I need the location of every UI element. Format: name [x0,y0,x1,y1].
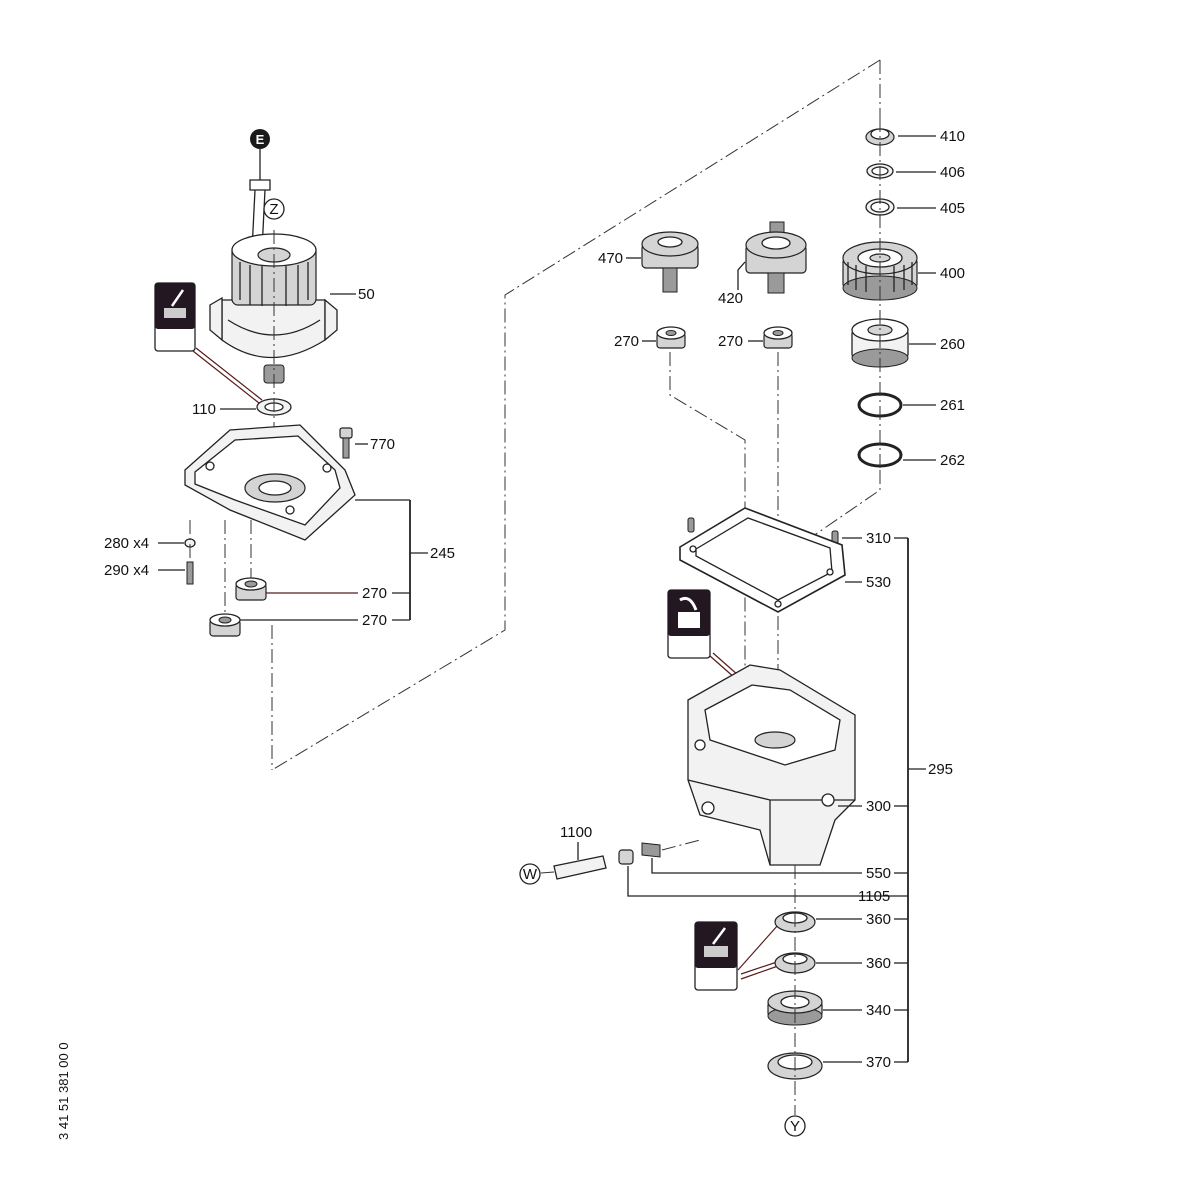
leader-line [651,858,862,874]
bearing-270-part [656,326,686,349]
label-550: 550 [866,865,891,882]
nipple-550-part [641,842,661,858]
gear-housing-300-part [687,664,856,866]
label-420: 420 [718,290,743,307]
gasket-530-part [679,507,846,613]
label-270a: 270 [614,333,639,350]
label-300: 300 [866,798,891,815]
label-340: 340 [866,1002,891,1019]
doc-number: 3 41 51 381 00 0 [56,1042,71,1140]
marker-z [263,198,285,220]
label-1100: 1100 [560,824,592,841]
bearing-270-part [209,613,241,637]
leader-line [737,261,746,290]
leader-line [737,924,779,971]
gear-420-part [745,221,807,294]
label-245: 245 [430,545,455,562]
bearing-flange-part [184,424,356,541]
marker-w [519,863,541,885]
label-406: 406 [940,164,965,181]
label-530: 530 [866,574,891,591]
gear-400-part [842,241,918,301]
grease-icon [154,282,196,352]
label-405: 405 [940,200,965,217]
pin-1100-part [553,855,607,880]
label-262: 262 [940,452,965,469]
label-270b: 270 [718,333,743,350]
marker-e-label: E [256,132,265,147]
grease-icon [694,921,738,991]
label-400: 400 [940,265,965,282]
label-410: 410 [940,128,965,145]
screw-290-part [186,561,194,585]
label-290: 290 x4 [104,562,149,579]
bearing-270-part [235,577,267,601]
label-310: 310 [866,530,891,547]
bearing-270-part [763,326,793,349]
bearing-340-part [767,990,823,1026]
marker-z-label: Z [269,201,278,218]
marker-w-label: W [523,866,538,883]
label-1105: 1105 [858,888,890,905]
label-270c: 270 [362,585,387,602]
label-280: 280 x4 [104,535,149,552]
axis-line [540,871,555,874]
plug-1105-part [618,849,634,865]
label-270d: 270 [362,612,387,629]
label-295: 295 [928,761,953,778]
label-360a: 360 [866,911,891,928]
label-470: 470 [598,250,623,267]
axis-line [799,470,881,546]
assembly-boundary-line [271,59,881,771]
leader-line [740,965,779,980]
gear-470-part [641,231,699,293]
marker-e [250,129,270,149]
label-360b: 360 [866,955,891,972]
leader-line [195,347,263,401]
leader-line [627,866,908,897]
sealant-icon [667,589,711,659]
leader-line [740,961,778,975]
marker-y [784,1115,806,1137]
label-261: 261 [940,397,965,414]
label-370: 370 [866,1054,891,1071]
label-260: 260 [940,336,965,353]
marker-y-label: Y [790,1118,800,1135]
label-110: 110 [192,401,216,418]
leader-line [192,350,260,404]
label-770: 770 [370,436,395,453]
axis-line [661,839,701,851]
pin-310-part [687,517,695,533]
label-50: 50 [358,286,375,303]
screw-770-part [339,427,353,459]
